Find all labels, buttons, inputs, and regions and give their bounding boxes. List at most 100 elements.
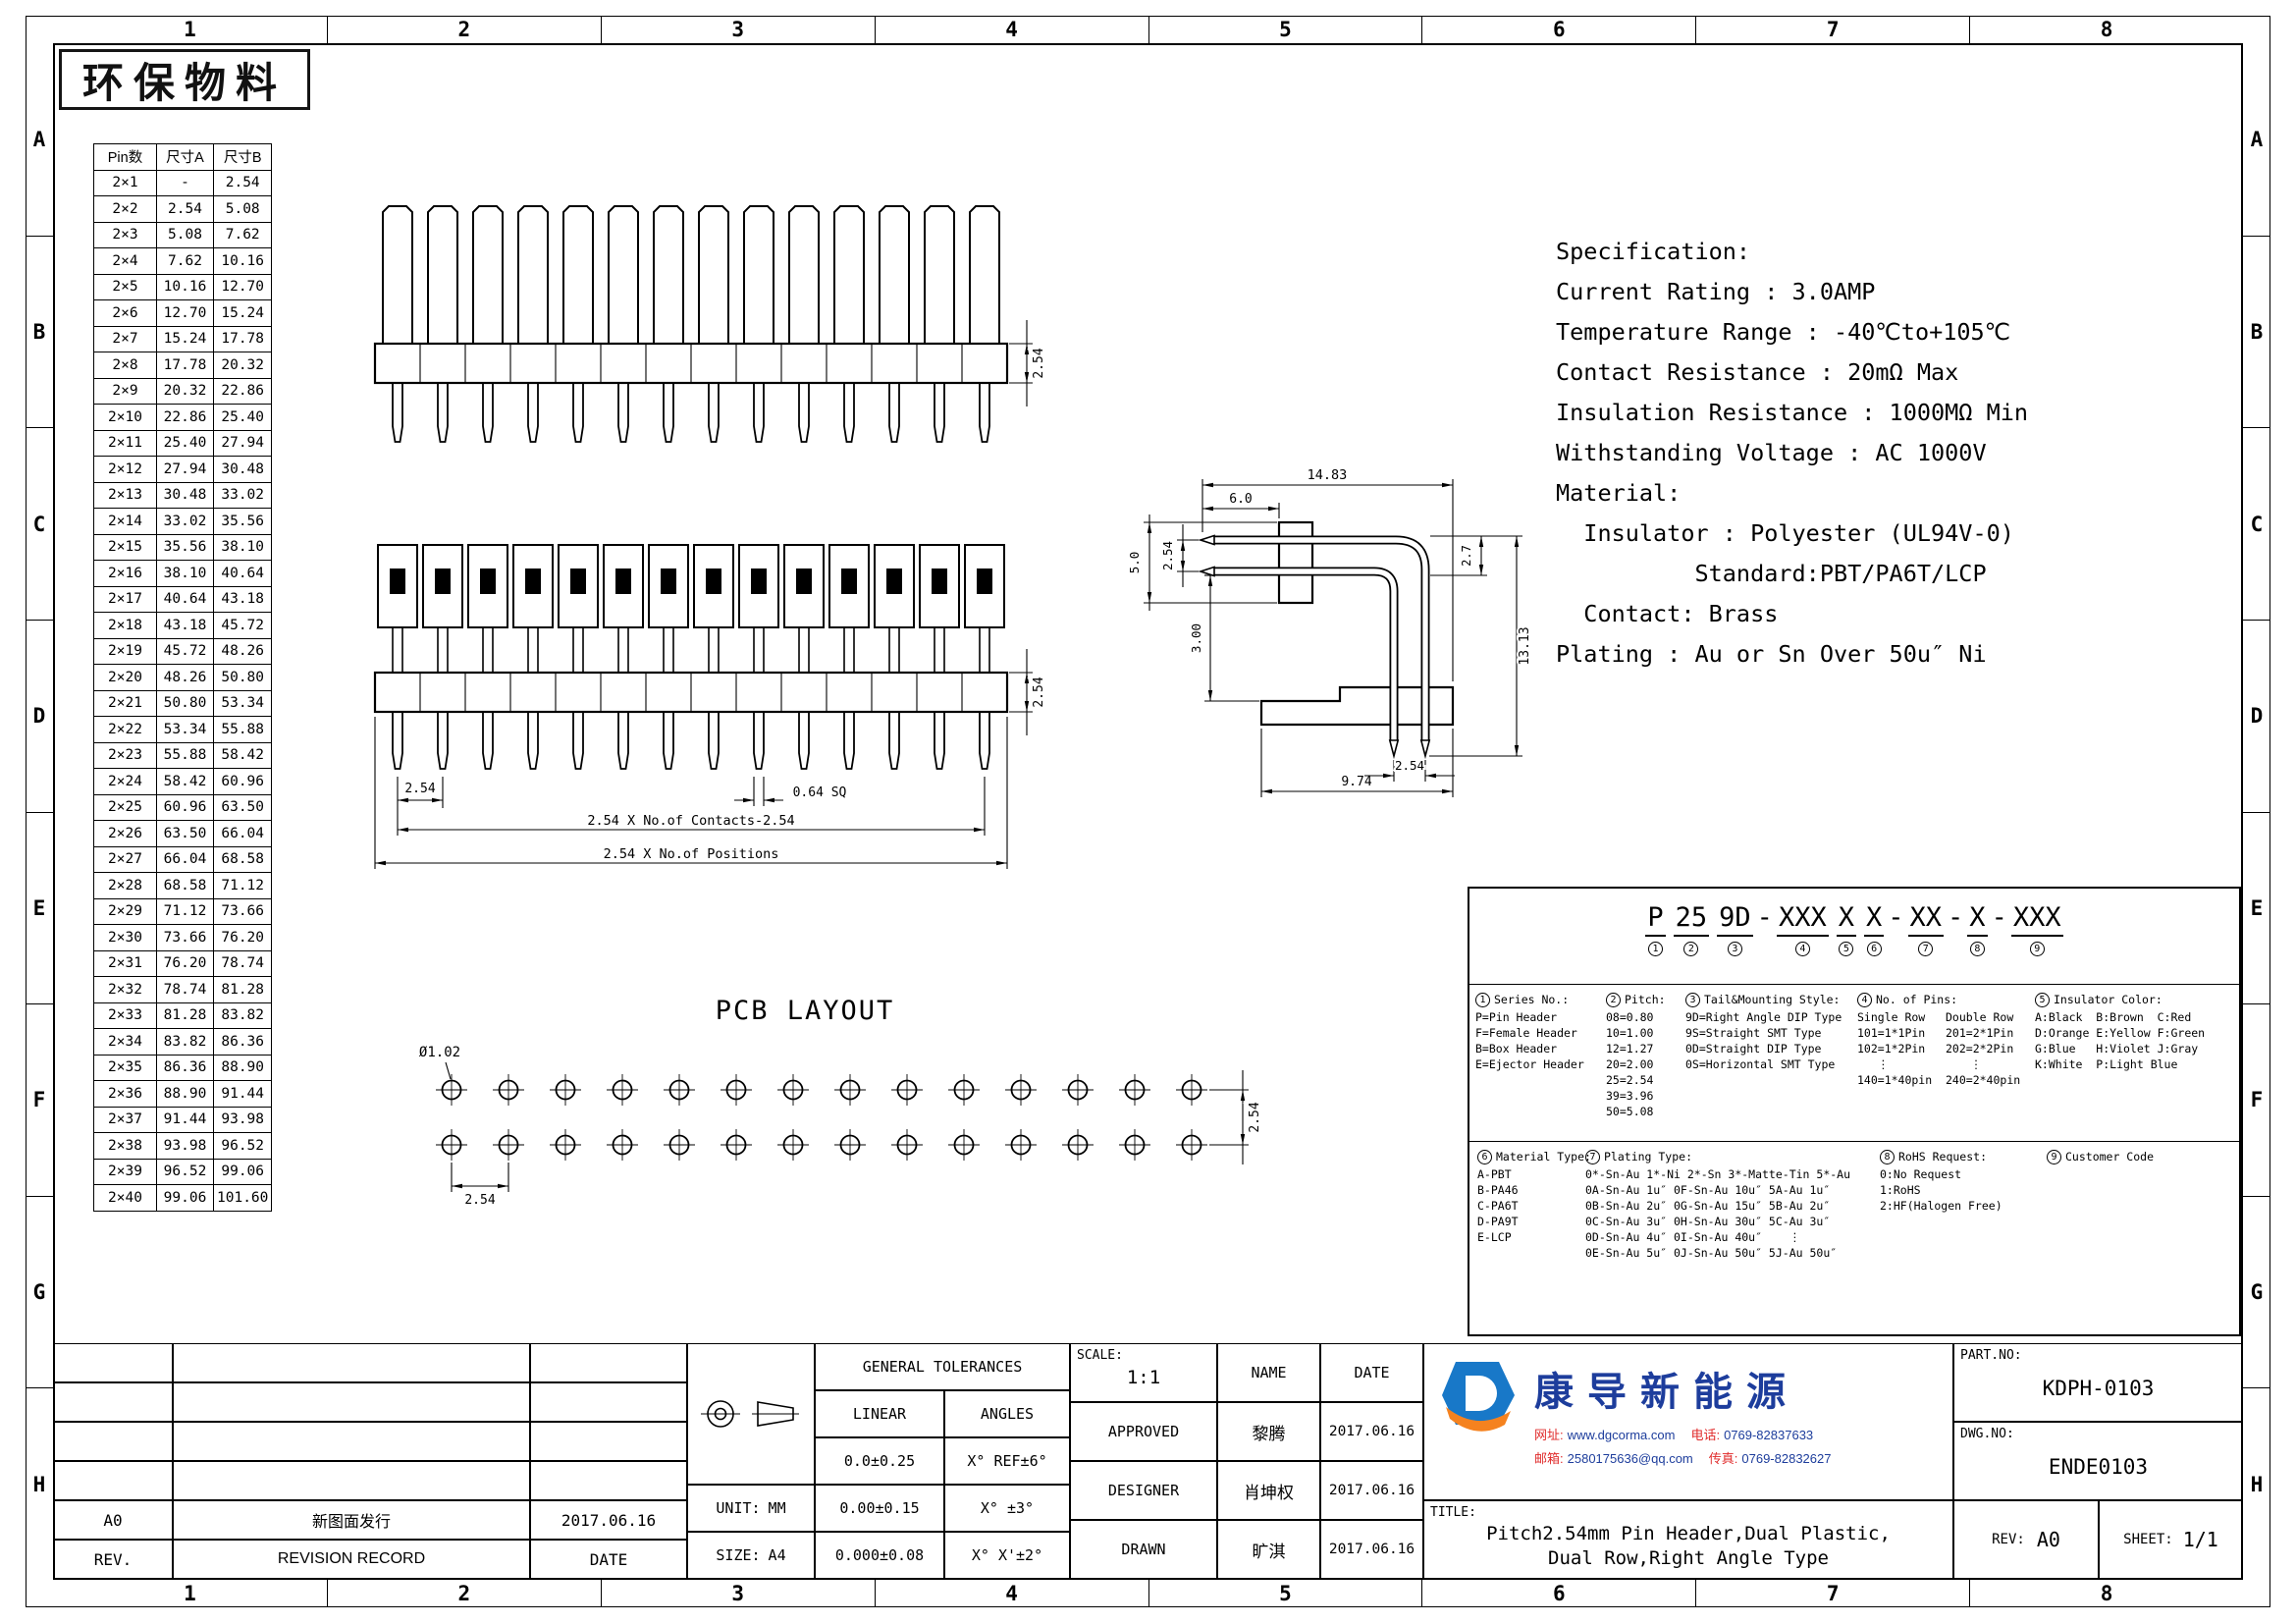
unit-label: UNIT: bbox=[716, 1499, 761, 1517]
legend-line: 0A-Sn-Au 1u″ 0F-Sn-Au 10u″ 5A-Au 1u″ bbox=[1585, 1183, 1831, 1197]
pin-table-header: 尺寸A bbox=[156, 143, 214, 171]
grid-col-label: 4 bbox=[874, 1580, 1148, 1607]
pin-table-cell: 2×34 bbox=[93, 1028, 157, 1056]
tolerance-linear-cell: 0.000±0.08 bbox=[815, 1532, 944, 1579]
pin-table-cell: 2×35 bbox=[93, 1054, 157, 1081]
revision-cell bbox=[53, 1343, 173, 1382]
contact-label: 电话: bbox=[1690, 1428, 1721, 1442]
pin-table-cell: 2×28 bbox=[93, 872, 157, 899]
sign-date-cell: 2017.06.16 bbox=[1320, 1402, 1423, 1461]
grid-row-label: C bbox=[26, 427, 53, 620]
revision-cell bbox=[53, 1422, 173, 1461]
spec-line: Insulator : Polyester (UL94V-0) bbox=[1556, 519, 2014, 547]
scale-label: SCALE: bbox=[1077, 1348, 1123, 1363]
pin-table-cell: 2×6 bbox=[93, 299, 157, 327]
part-code-text: 9D bbox=[1717, 901, 1753, 937]
revision-cell: DATE bbox=[530, 1540, 687, 1579]
part-code-index: 3 bbox=[1727, 942, 1742, 956]
spec-line: Contact Resistance : 20mΩ Max bbox=[1556, 358, 1959, 386]
legend-line: 39=3.96 bbox=[1606, 1089, 1654, 1103]
pin-table-cell: 73.66 bbox=[156, 924, 214, 951]
pcb-layout-label: PCB LAYOUT bbox=[715, 996, 895, 1026]
dwg-no-label: DWG.NO: bbox=[1960, 1427, 2014, 1441]
date-header: DATE bbox=[1320, 1343, 1423, 1402]
legend-title-text: Series No.: bbox=[1494, 993, 1570, 1006]
pin-table-cell: 2×30 bbox=[93, 924, 157, 951]
revision-cell: REV. bbox=[53, 1540, 173, 1579]
rev-cell: REV: A0 bbox=[1953, 1500, 2099, 1579]
legend-line: E-LCP bbox=[1477, 1230, 1512, 1244]
part-code-text: XXX bbox=[2010, 901, 2063, 937]
dimension-text: 2.54 X No.of Contacts-2.54 bbox=[587, 813, 794, 829]
dwg-no-cell: DWG.NO: ENDE0103 bbox=[1953, 1422, 2243, 1500]
pin-table-cell: 17.78 bbox=[156, 352, 214, 379]
dwg-no-value: ENDE0103 bbox=[2048, 1455, 2149, 1479]
dimension-text: 2.54 X No.of Positions bbox=[604, 846, 779, 862]
spec-line: Standard:PBT/PA6T/LCP bbox=[1556, 560, 1987, 587]
grid-row-label: H bbox=[26, 1387, 53, 1580]
rev-label: REV: bbox=[1992, 1532, 2025, 1547]
part-code-separator: - bbox=[1888, 902, 1904, 933]
pin-table-cell: 2×38 bbox=[93, 1132, 157, 1160]
legend-line: 1:RoHS bbox=[1880, 1183, 1921, 1197]
pin-table-cell: 53.34 bbox=[212, 689, 273, 717]
pin-table-cell: 12.70 bbox=[156, 299, 214, 327]
dimension-text: 2.54 bbox=[1032, 677, 1046, 707]
legend-line: Single Row Double Row bbox=[1857, 1010, 2014, 1024]
part-code-text: P bbox=[1645, 901, 1666, 937]
pin-table-cell: 86.36 bbox=[212, 1028, 273, 1056]
pin-table-cell: 2×24 bbox=[93, 768, 157, 795]
pin-table-cell: 15.24 bbox=[156, 325, 214, 352]
pin-table-cell: 2×18 bbox=[93, 612, 157, 639]
dimension-text: 3.00 bbox=[1189, 623, 1203, 653]
dimension-text: 9.74 bbox=[1341, 775, 1371, 789]
legend-divider bbox=[1469, 1141, 2239, 1142]
grid-row-label: E bbox=[2243, 811, 2270, 1004]
legend-line: D:Orange E:Yellow F:Green bbox=[2035, 1026, 2206, 1040]
contact-label: 邮箱: bbox=[1534, 1451, 1564, 1466]
spec-line: Insulation Resistance : 1000MΩ Min bbox=[1556, 399, 2029, 426]
pin-table-cell: 2×10 bbox=[93, 404, 157, 431]
pin-table-cell: 2×12 bbox=[93, 456, 157, 483]
legend-index: 7 bbox=[1585, 1149, 1600, 1164]
legend-line: 102=1*2Pin 202=2*2Pin bbox=[1857, 1042, 2014, 1056]
pin-table-cell: 2×40 bbox=[93, 1184, 157, 1212]
grid-row-label: D bbox=[26, 619, 53, 812]
pin-table-cell: 73.66 bbox=[212, 897, 273, 925]
pin-table-cell: 66.04 bbox=[156, 845, 214, 873]
rohs-stamp: 环保物料 bbox=[59, 49, 310, 110]
pin-table-cell: 48.26 bbox=[212, 637, 273, 665]
legend-line: D-PA9T bbox=[1477, 1215, 1519, 1228]
legend-index: 6 bbox=[1477, 1149, 1492, 1164]
title-cell: TITLE: Pitch2.54mm Pin Header,Dual Plast… bbox=[1423, 1500, 1953, 1579]
contact-value: 0769-82837633 bbox=[1724, 1428, 1814, 1442]
dimension-text: 6.0 bbox=[1229, 492, 1252, 507]
pin-table-cell: 2×14 bbox=[93, 508, 157, 535]
grid-col-label: 7 bbox=[1695, 1580, 1969, 1607]
pin-table-cell: 2×15 bbox=[93, 533, 157, 561]
legend-line: 140=1*40pin 240=2*40pin bbox=[1857, 1073, 2021, 1087]
sign-name-cell: 黎腾 bbox=[1217, 1402, 1320, 1461]
spec-line: Material: bbox=[1556, 479, 1682, 507]
grid-row-label: H bbox=[2243, 1387, 2270, 1580]
part-code-index: 6 bbox=[1866, 942, 1882, 956]
drawing-title-line2: Dual Row,Right Angle Type bbox=[1548, 1547, 1829, 1569]
